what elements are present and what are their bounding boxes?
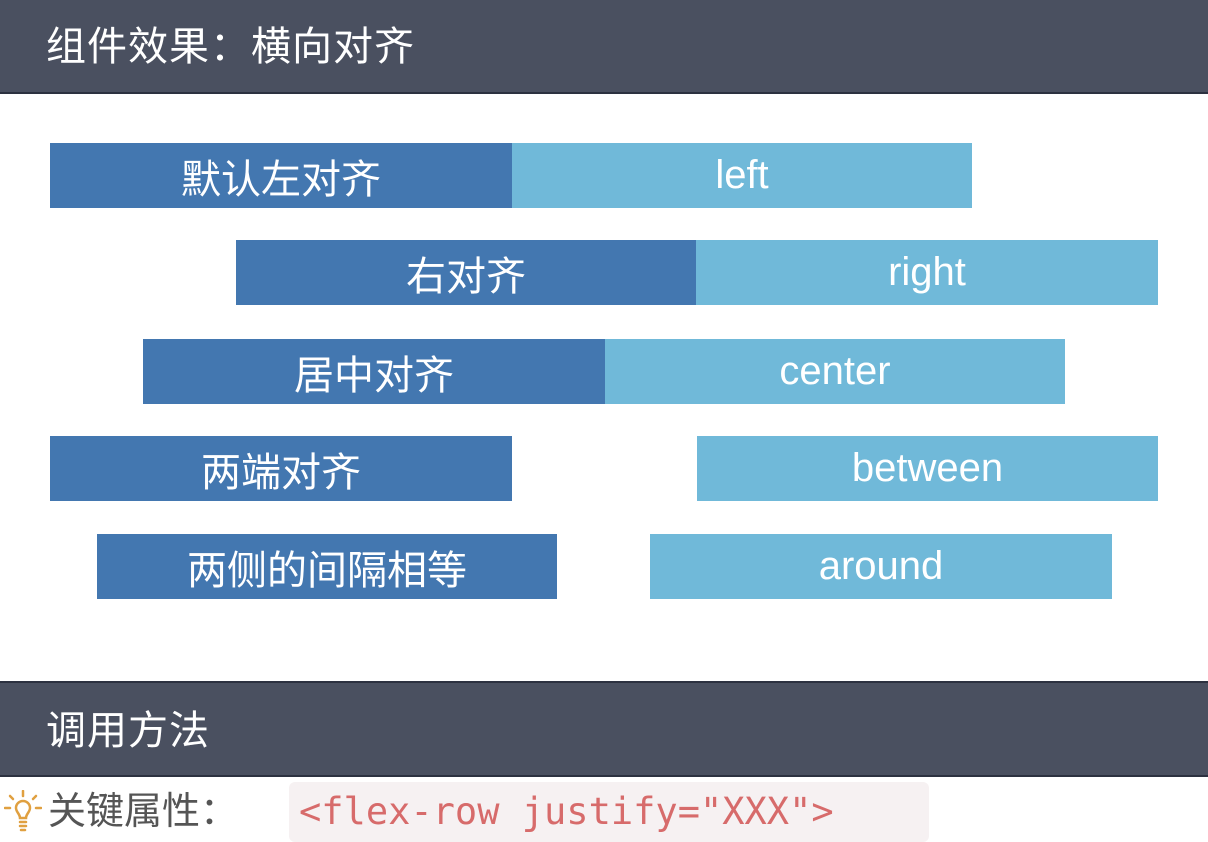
row-label-box: 两端对齐: [50, 436, 512, 501]
section-header-effect: 组件效果：横向对齐: [0, 0, 1208, 94]
section-title-usage: 调用方法: [46, 708, 210, 754]
row-value-box: right: [696, 240, 1158, 305]
key-attribute-line: 关键属性： <flex-row justify="XXX">: [0, 778, 1208, 842]
row-label-box: 居中对齐: [143, 339, 605, 404]
key-attribute-label: 关键属性：: [48, 789, 239, 833]
row-value-box: around: [650, 534, 1112, 599]
row-label-box: 右对齐: [236, 240, 696, 305]
row-value-box: left: [512, 143, 972, 208]
code-snippet: <flex-row justify="XXX">: [289, 782, 929, 842]
row-value-box: center: [605, 339, 1065, 404]
row-label-box: 默认左对齐: [50, 143, 512, 208]
row-value-box: between: [697, 436, 1158, 501]
section-title-effect: 组件效果：横向对齐: [46, 24, 415, 70]
row-label-box: 两侧的间隔相等: [97, 534, 557, 599]
lightbulb-icon: [3, 789, 43, 834]
section-header-usage: 调用方法: [0, 681, 1208, 777]
